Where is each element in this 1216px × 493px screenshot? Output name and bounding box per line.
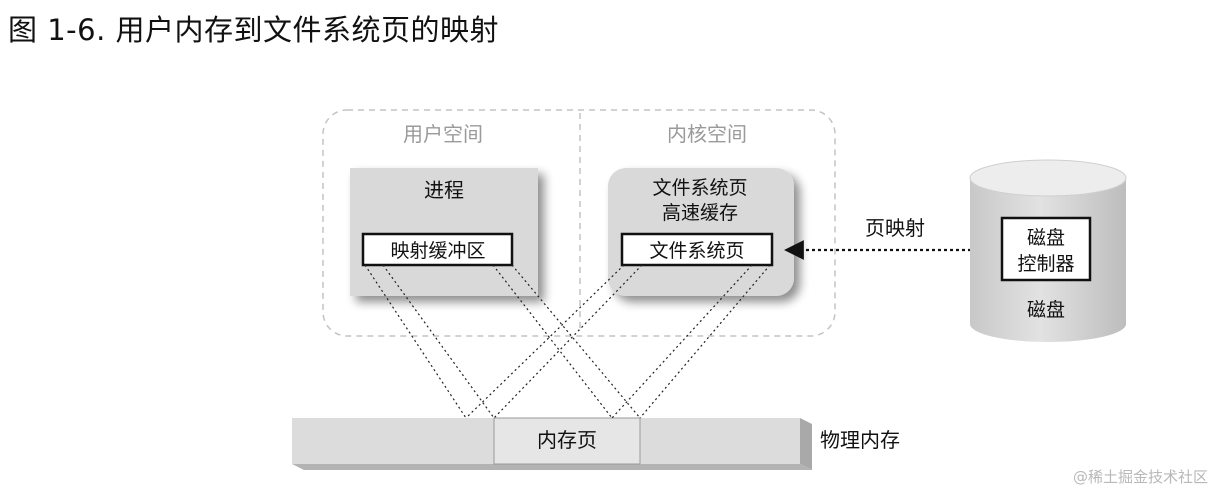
- memory-page-label: 内存页: [537, 428, 597, 452]
- mapped-buffer-label: 映射缓冲区: [390, 240, 485, 262]
- physical-memory-label: 物理内存: [820, 428, 900, 452]
- page-cache-label-line2: 高速缓存: [662, 202, 738, 224]
- disk-controller-line1: 磁盘: [1027, 227, 1065, 249]
- fs-page-label: 文件系统页: [649, 240, 744, 262]
- disk-label: 磁盘: [1027, 299, 1065, 321]
- figure-caption: 图 1-6. 用户内存到文件系统页的映射: [8, 13, 500, 47]
- address-space-frame: [322, 109, 836, 337]
- process-box: [350, 168, 538, 296]
- physical-memory-strip: [292, 417, 812, 470]
- mapped-buffer-box: [361, 232, 514, 267]
- watermark: @稀土掘金技术社区: [1072, 468, 1208, 486]
- page-mapping-label: 页映射: [865, 216, 925, 240]
- kernel-space-label: 内核空间: [667, 122, 747, 146]
- mapping-lines: [364, 264, 771, 419]
- disk-controller-box: [1000, 216, 1092, 282]
- page-cache-label-line1: 文件系统页: [652, 177, 747, 199]
- fs-page-box: [620, 232, 774, 267]
- process-label: 进程: [424, 178, 464, 202]
- memory-page-box: [493, 417, 641, 465]
- disk-controller-line2: 控制器: [1017, 253, 1074, 275]
- user-space-label: 用户空间: [403, 122, 483, 146]
